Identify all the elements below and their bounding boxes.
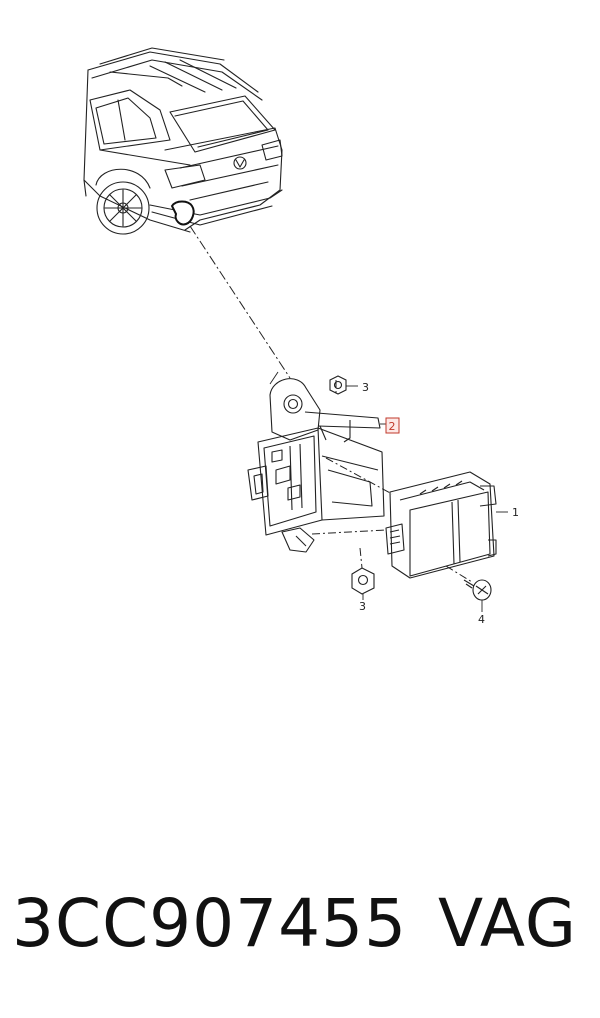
mounting-bracket [247,378,385,553]
callout-part-2-highlight-box [385,417,400,434]
mounting-screw [463,579,492,601]
brand-label: VAG [438,885,578,962]
callout-part-4: 4 [478,613,485,626]
callout-part-1: 1 [512,506,519,519]
part-caption: 3CC907455 VAG [0,885,600,995]
mounting-location-marker [170,200,195,226]
vehicle-rear-illustration [83,47,283,235]
exploded-parts-diagram: 3 2 1 3 4 [83,47,519,626]
radar-control-module [385,471,497,579]
callout-part-3-top: 3 [362,381,369,394]
part-number-label: 3CC907455 [12,885,408,962]
location-leader-line [189,225,291,379]
callout-part-2: 2 [389,420,396,433]
callout-leaders [269,371,508,612]
hex-nut-bottom [351,567,375,595]
callout-part-3-bottom: 3 [359,600,366,613]
hex-nut-top [329,375,347,395]
